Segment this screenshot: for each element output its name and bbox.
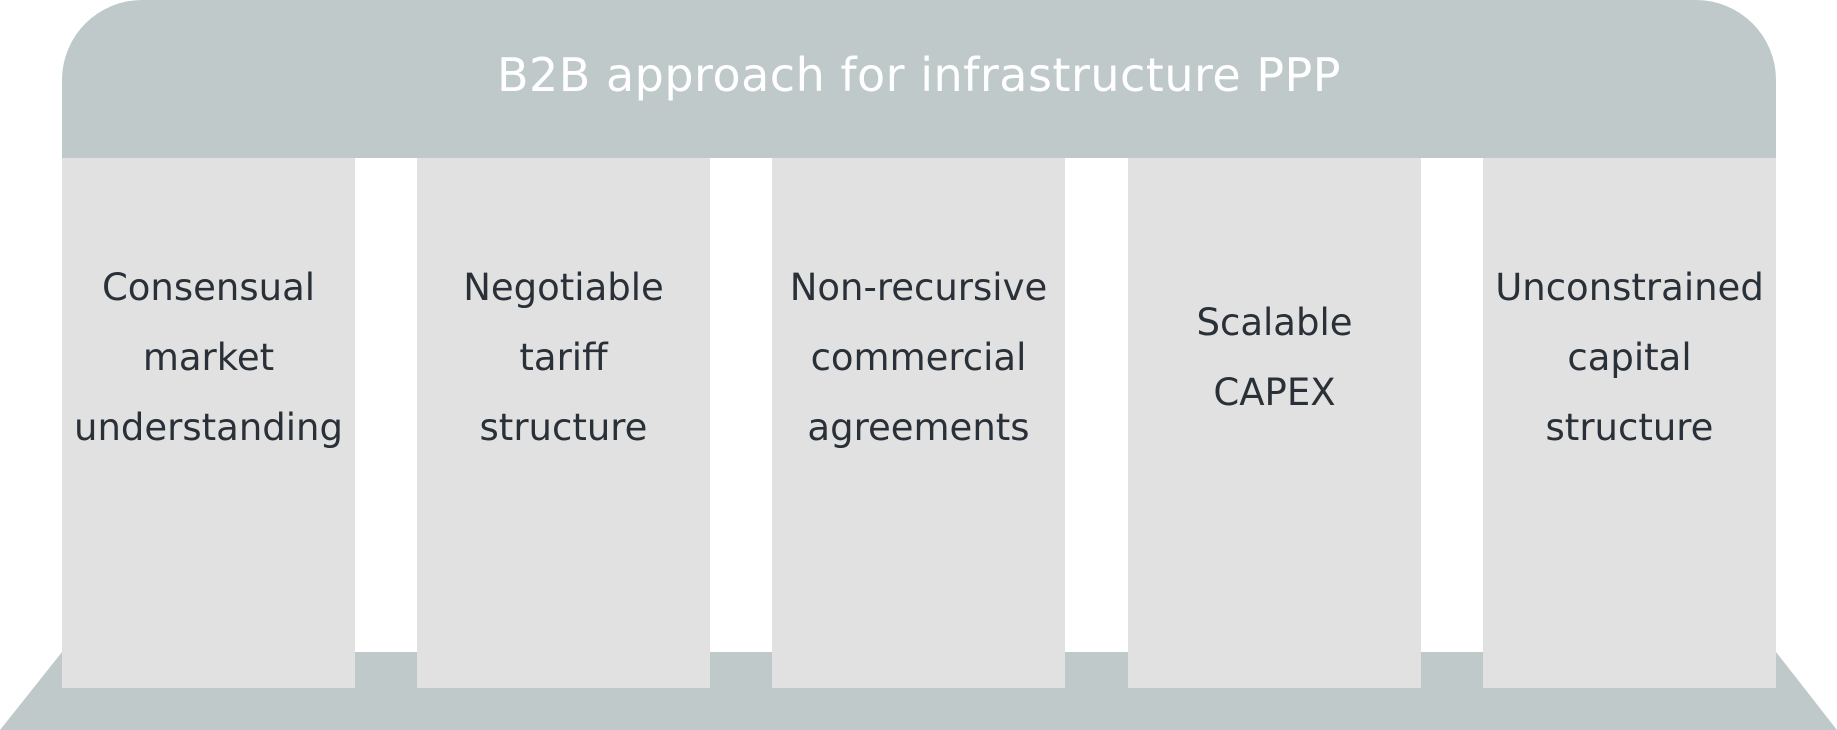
pillar-3-line-2: commercial <box>810 336 1027 379</box>
pillar-2-line-3: structure <box>479 406 648 449</box>
pillar-3-line-1: Non-recursive <box>789 266 1048 309</box>
pillar-2: Negotiable tariff structure <box>417 158 710 688</box>
pillar-5: Unconstrained capital structure <box>1483 158 1776 688</box>
pillar-1-line-2: market <box>142 336 275 379</box>
pillar-1-line-3: understanding <box>74 406 343 449</box>
pillar-1: Consensual market understanding <box>62 158 355 688</box>
pillar-2-label: Negotiable tariff structure <box>463 253 664 463</box>
pillar-2-line-1: Negotiable <box>463 266 664 309</box>
pillar-3-label: Non-recursive commercial agreements <box>790 253 1048 463</box>
pillar-2-line-2: tariff <box>519 336 608 379</box>
pillar-4-line-2: CAPEX <box>1213 371 1336 414</box>
pillar-5-label: Unconstrained capital structure <box>1495 253 1764 463</box>
pillar-5-line-1: Unconstrained <box>1495 266 1764 309</box>
pillar-5-line-2: capital <box>1567 336 1692 379</box>
roof: B2B approach for infrastructure PPP <box>62 0 1776 158</box>
pillar-4: Scalable CAPEX <box>1128 158 1421 688</box>
diagram-title: B2B approach for infrastructure PPP <box>496 48 1342 102</box>
pillar-3-line-3: agreements <box>807 406 1030 449</box>
pillar-1-label: Consensual market understanding <box>74 253 343 463</box>
pillar-4-line-1: Scalable <box>1196 301 1353 344</box>
pillar-5-line-3: structure <box>1545 406 1714 449</box>
pillar-3: Non-recursive commercial agreements <box>772 158 1065 688</box>
pillar-1-line-1: Consensual <box>101 266 316 309</box>
pillar-4-label: Scalable CAPEX <box>1197 288 1353 428</box>
